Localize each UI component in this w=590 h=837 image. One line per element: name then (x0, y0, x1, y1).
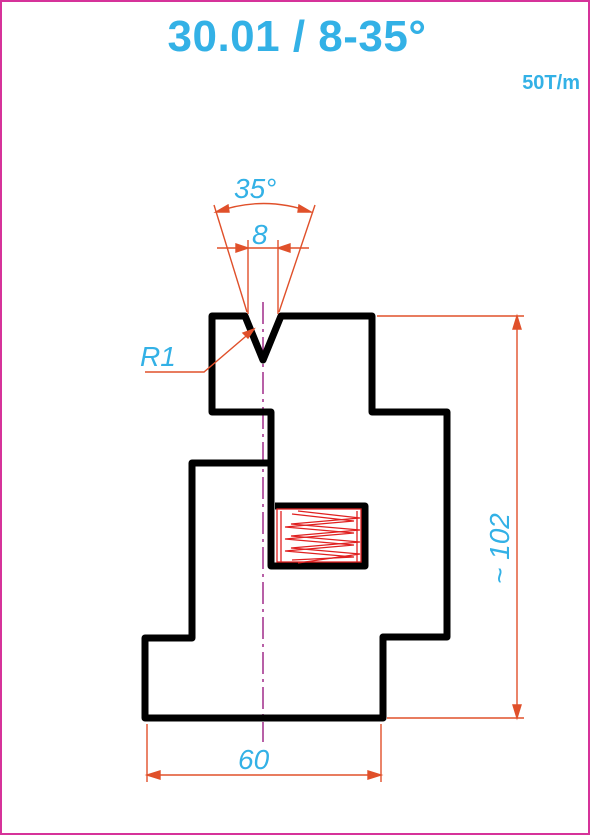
height-dimension (377, 313, 524, 721)
v-opening-dimension (217, 240, 309, 314)
spring-symbol (276, 508, 362, 564)
width-dimension-label: 60 (238, 744, 270, 775)
width-dimension (144, 724, 384, 782)
die-body-outline (141, 312, 451, 722)
height-dimension-label: ~ 102 (484, 513, 515, 584)
angle-dimension-label: 35° (234, 173, 276, 204)
spring-pocket-outline (267, 412, 369, 570)
radius-label: R1 (140, 341, 176, 372)
load-capacity: 50T/m (522, 72, 580, 94)
angle-dimension (213, 202, 316, 313)
radius-leader (145, 327, 256, 373)
die-title: 30.01 / 8-35° (167, 12, 427, 61)
v-opening-label: 8 (252, 219, 268, 250)
